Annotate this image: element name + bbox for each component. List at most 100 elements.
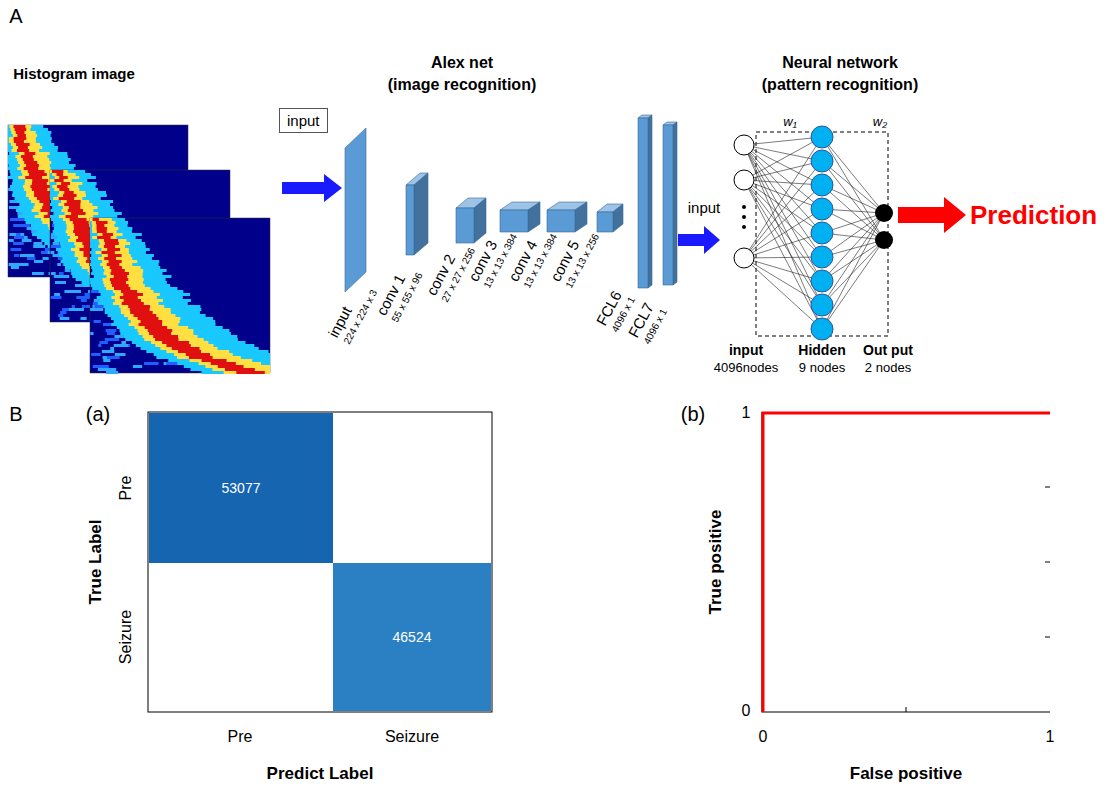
nn-connection — [744, 185, 822, 258]
layer-face — [414, 173, 428, 255]
output-neuron — [875, 231, 893, 249]
figure-label: Pre — [117, 476, 135, 501]
nn-connection — [744, 145, 822, 305]
figure-label: w₁ — [783, 115, 797, 129]
figure-label: 1 — [1046, 728, 1055, 746]
layer-face — [406, 185, 414, 255]
nn-connection — [744, 258, 822, 305]
figure-label: 0 — [759, 728, 768, 746]
layer-face — [663, 125, 673, 285]
figure-label: A — [9, 5, 22, 27]
hidden-neuron — [811, 318, 833, 340]
figure-label: 9 nodes — [799, 361, 845, 375]
layer-face — [638, 118, 648, 288]
layer-face — [648, 115, 652, 288]
hidden-neuron — [811, 270, 833, 292]
layer-face — [547, 210, 575, 232]
layer-face — [575, 202, 587, 232]
hidden-neuron — [811, 150, 833, 172]
tick — [1045, 562, 1050, 563]
nn-connection — [744, 258, 822, 281]
figure-label: (a) — [86, 403, 110, 425]
axis — [762, 412, 1050, 712]
nn-connection — [744, 180, 822, 305]
layer-face — [500, 210, 528, 232]
ellipsis-dot — [742, 205, 746, 209]
node-text: 53077 — [222, 480, 261, 496]
figure-label: (b) — [681, 403, 705, 425]
figure-label: Neural network — [782, 54, 898, 72]
figure-label: Alex net — [431, 54, 493, 72]
figure-label: True positive — [707, 510, 726, 615]
nn-connection — [744, 145, 822, 329]
layer-face — [597, 212, 613, 232]
tick — [906, 707, 907, 712]
hidden-neuron — [811, 174, 833, 196]
nn-connection — [822, 137, 884, 213]
nn-connection — [744, 137, 822, 180]
tick — [1045, 487, 1050, 488]
nn-connection — [744, 233, 822, 258]
figure-label: B — [9, 403, 22, 425]
hidden-neuron — [811, 126, 833, 148]
input-box: input — [279, 108, 328, 133]
figure-label: Prediction — [970, 201, 1097, 230]
figure-label: input — [729, 343, 763, 358]
hidden-neuron — [811, 222, 833, 244]
matrix-cell: 53077 — [149, 413, 333, 563]
figure-label: Pre — [228, 728, 253, 746]
ellipsis-dot — [742, 215, 746, 219]
nn-connection — [744, 137, 822, 258]
input-neuron — [734, 135, 754, 155]
feature-arrow — [678, 226, 720, 254]
figure-label: Predict Label — [267, 765, 374, 784]
figure-label: Out put — [863, 343, 913, 358]
roc-plot — [762, 412, 1050, 712]
figure-label: 1 — [742, 404, 751, 422]
hidden-neuron — [811, 294, 833, 316]
layer-face — [673, 122, 677, 285]
figure-label: 0 — [742, 702, 751, 720]
figure-label: 2 nodes — [865, 361, 911, 375]
figure-label: Histogram image — [13, 66, 135, 83]
nn-connection — [744, 180, 822, 329]
figure-label: False positive — [850, 765, 962, 784]
layer-face — [345, 128, 366, 292]
layer-face — [456, 208, 474, 243]
nn-connection — [744, 180, 822, 209]
nn-connection — [744, 257, 822, 258]
figure-label: 4096nodes — [714, 361, 778, 375]
figure-label: Hidden — [798, 343, 845, 358]
figure-label: Seizure — [117, 610, 135, 664]
nn-connection — [744, 161, 822, 258]
matrix-frame — [148, 412, 492, 712]
nn-connection — [744, 137, 822, 145]
node-text: 46524 — [393, 629, 432, 645]
layer-face — [474, 198, 486, 243]
figure-label: w₂ — [873, 115, 887, 129]
layer-face — [613, 204, 623, 232]
nn-connection — [744, 145, 822, 281]
nn-connection — [744, 209, 822, 258]
nn-connection — [744, 258, 822, 329]
hidden-neuron — [811, 198, 833, 220]
figure-label: input — [688, 200, 721, 217]
nn-connection — [744, 180, 822, 233]
figure-label: True Label — [87, 519, 106, 604]
roc-curve — [763, 413, 1050, 712]
figure-label: (pattern recognition) — [762, 76, 918, 94]
node-text: input — [287, 112, 320, 129]
nn-connection — [744, 161, 822, 180]
histogram-image — [90, 218, 270, 374]
figure-label: (image recognition) — [388, 76, 536, 94]
tick — [1045, 637, 1050, 638]
nn-connection — [744, 180, 822, 257]
ellipsis-dot — [742, 225, 746, 229]
prediction-arrow — [898, 197, 966, 233]
input-neuron — [734, 170, 754, 190]
neural-network — [734, 126, 893, 340]
matrix-cell: 46524 — [333, 563, 491, 711]
layer-face — [528, 202, 540, 232]
